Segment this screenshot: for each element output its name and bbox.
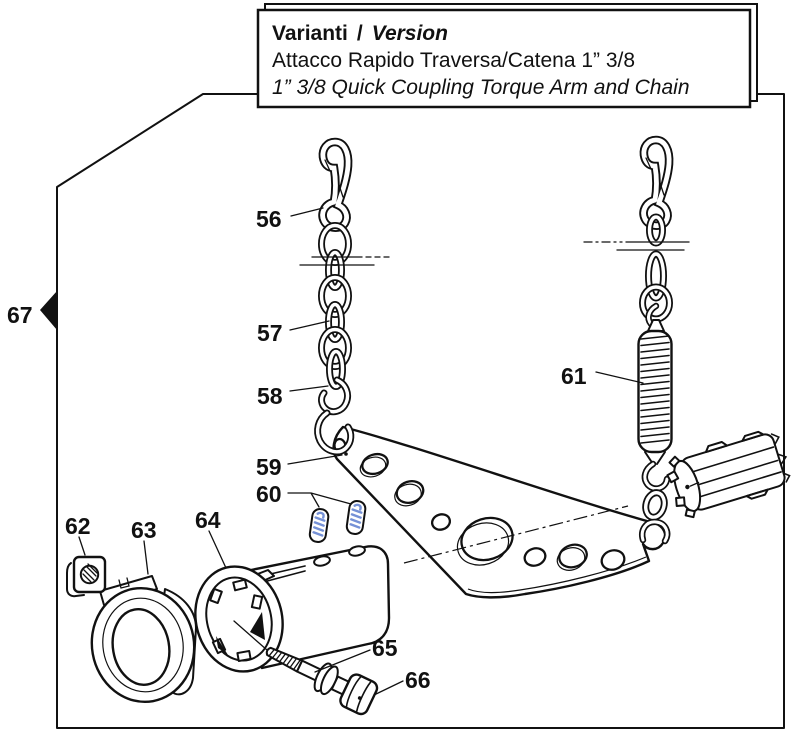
splined-shaft xyxy=(666,430,791,519)
part-label-65: 65 xyxy=(372,635,398,661)
shackle-link xyxy=(314,409,355,456)
connecting-hook-58 xyxy=(318,376,352,416)
torque-arm-plate xyxy=(332,425,667,599)
tension-spring-61 xyxy=(637,302,673,492)
title-line-1: Varianti/Version xyxy=(272,22,448,45)
part-label-63: 63 xyxy=(131,517,157,543)
part-label-61: 61 xyxy=(561,363,587,389)
title-box: Varianti/Version Attacco Rapido Traversa… xyxy=(256,3,758,109)
part-label-57: 57 xyxy=(257,320,283,346)
break-line-right xyxy=(583,241,690,251)
spline-teeth xyxy=(209,578,265,662)
title-line-2: Attacco Rapido Traversa/Catena 1” 3/8 xyxy=(272,49,635,72)
screw-65-bolt-66 xyxy=(265,646,379,716)
part-label-56: 56 xyxy=(256,206,282,232)
part-label-62: 62 xyxy=(65,513,91,539)
part-label-66: 66 xyxy=(405,667,431,693)
part-label-64: 64 xyxy=(195,507,221,533)
part-label-67: 67 xyxy=(7,302,33,328)
clamp-63 xyxy=(90,575,197,704)
screw-axis-line xyxy=(233,620,268,651)
part-label-58: 58 xyxy=(257,383,283,409)
chain-right xyxy=(639,140,670,323)
diagram-border xyxy=(56,93,785,729)
part-label-59: 59 xyxy=(256,454,282,480)
break-line-left xyxy=(299,256,393,266)
part-label-60: 60 xyxy=(256,481,282,507)
chain-left xyxy=(318,142,352,416)
leader-lines xyxy=(78,207,644,696)
center-line xyxy=(403,505,629,564)
title-line-3: 1” 3/8 Quick Coupling Torque Arm and Cha… xyxy=(272,76,690,99)
spring-plate-link xyxy=(639,489,671,545)
square-nut-62 xyxy=(66,555,107,598)
part-67-arrow xyxy=(40,291,57,330)
hex-bolt-head xyxy=(339,673,379,716)
part-67-marker: 67 xyxy=(7,291,57,330)
